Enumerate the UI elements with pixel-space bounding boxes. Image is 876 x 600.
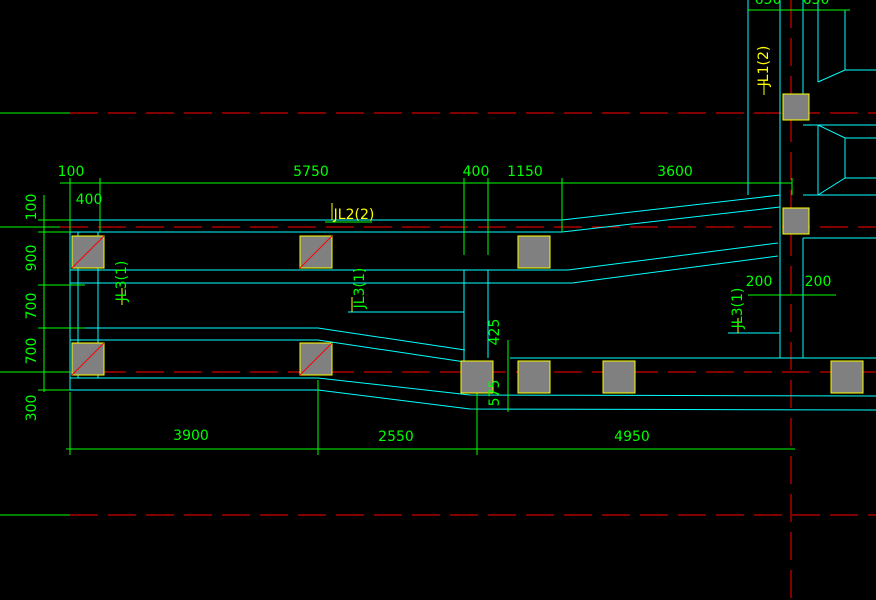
label-jl3-left: JL3(1): [114, 261, 130, 303]
label-jl3-mid: JL3(1): [352, 268, 368, 310]
dim-top-right-b: 650: [803, 0, 830, 8]
dim-top-right-a: 650: [755, 0, 782, 8]
column-with-diagonal[interactable]: [71, 342, 105, 376]
dim-left-300: 300: [24, 395, 40, 422]
label-ticks: [121, 80, 765, 333]
beam-second-bottom: [70, 255, 779, 284]
column-plain[interactable]: [460, 360, 494, 394]
column-plain[interactable]: [517, 235, 551, 269]
dim-left-700-a: 700: [24, 293, 40, 320]
dim-bottom-3900: 3900: [173, 428, 209, 444]
beam-jl2-top-edge: [70, 194, 781, 221]
dim-mid-425: 425: [487, 319, 503, 346]
dim-left-100: 100: [24, 194, 40, 221]
dim-top-400-left: 400: [76, 192, 103, 208]
grid-stubs: [0, 112, 70, 516]
axis-lines: [60, 0, 876, 600]
dim-right-200-a: 200: [746, 274, 773, 290]
dim-left-700-b: 700: [24, 338, 40, 365]
beam-second-top: [70, 242, 779, 271]
pile-cap-bevel-top: [817, 124, 876, 139]
dim-mid-575: 575: [487, 380, 503, 407]
column-with-diagonal[interactable]: [71, 235, 105, 269]
columns: [71, 93, 864, 394]
pile-cap-left: [803, 124, 819, 196]
dim-bottom-4950: 4950: [614, 429, 650, 445]
label-jl2: JL2(2): [333, 207, 375, 223]
beam-bottom-bottom: [70, 389, 876, 411]
beam-outlines: [69, 0, 876, 411]
label-jl1: JL1(2): [756, 46, 772, 88]
dimension-texts: 100 400 5750 400 1150 3600 650 650 3900 …: [24, 0, 831, 445]
dim-bottom-2550: 2550: [378, 429, 414, 445]
right-cap-slope: [817, 69, 876, 83]
column-plain[interactable]: [782, 207, 810, 235]
dimension-lines: [38, 9, 850, 455]
column-plain[interactable]: [602, 360, 636, 394]
beam-bottom-top: [70, 377, 876, 397]
dim-top-400-mid: 400: [463, 164, 490, 180]
dim-top-3600: 3600: [657, 164, 693, 180]
dim-left-900: 900: [24, 245, 40, 272]
label-jl3-right: JL3(1): [730, 288, 746, 330]
pile-cap-bevel-bottom: [817, 177, 876, 196]
column-plain[interactable]: [517, 360, 551, 394]
dim-top-5750: 5750: [293, 164, 329, 180]
dim-top-1150: 1150: [507, 164, 543, 180]
beam-labels: JL2(2) JL1(2) JL3(1) JL3(1) JL3(1): [114, 46, 772, 330]
dim-right-200-b: 200: [805, 274, 832, 290]
column-plain[interactable]: [830, 360, 864, 394]
dim-top-100: 100: [58, 164, 85, 180]
beam-third-bottom: [70, 339, 466, 363]
beam-third-top: [70, 327, 466, 351]
column-plain[interactable]: [782, 93, 810, 121]
column-with-diagonal[interactable]: [299, 235, 333, 269]
column-with-diagonal[interactable]: [299, 342, 333, 376]
